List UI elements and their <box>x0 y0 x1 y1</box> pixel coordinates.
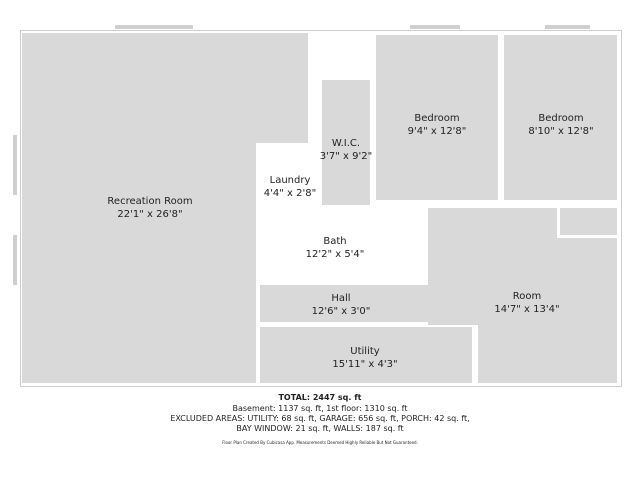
window <box>13 135 17 195</box>
window <box>410 25 460 29</box>
excluded-areas: EXCLUDED AREAS: UTILITY: 68 sq. ft, GARA… <box>170 414 470 423</box>
room-wic <box>322 80 370 205</box>
room-hall <box>260 285 476 322</box>
closet <box>560 208 617 235</box>
room-recreation-ext <box>256 33 308 143</box>
room-room-c <box>478 325 617 383</box>
room-recreation <box>22 33 256 383</box>
window <box>545 25 590 29</box>
floor-plan-outline <box>20 30 622 387</box>
window <box>13 235 17 285</box>
disclaimer: Floor Plan Created By Cubicasa App. Meas… <box>222 440 418 445</box>
room-label: W.I.C.3'7" x 9'2" <box>319 138 373 162</box>
room-bedroom-1 <box>376 35 498 200</box>
room-utility <box>260 327 472 383</box>
total-area: TOTAL: 2447 sq. ft <box>278 393 362 402</box>
floor-areas: Basement: 1137 sq. ft, 1st floor: 1310 s… <box>232 404 408 413</box>
window <box>115 25 193 29</box>
excluded-areas-2: BAY WINDOW: 21 sq. ft, WALLS: 187 sq. ft <box>236 424 404 433</box>
room-bedroom-2 <box>504 35 617 200</box>
